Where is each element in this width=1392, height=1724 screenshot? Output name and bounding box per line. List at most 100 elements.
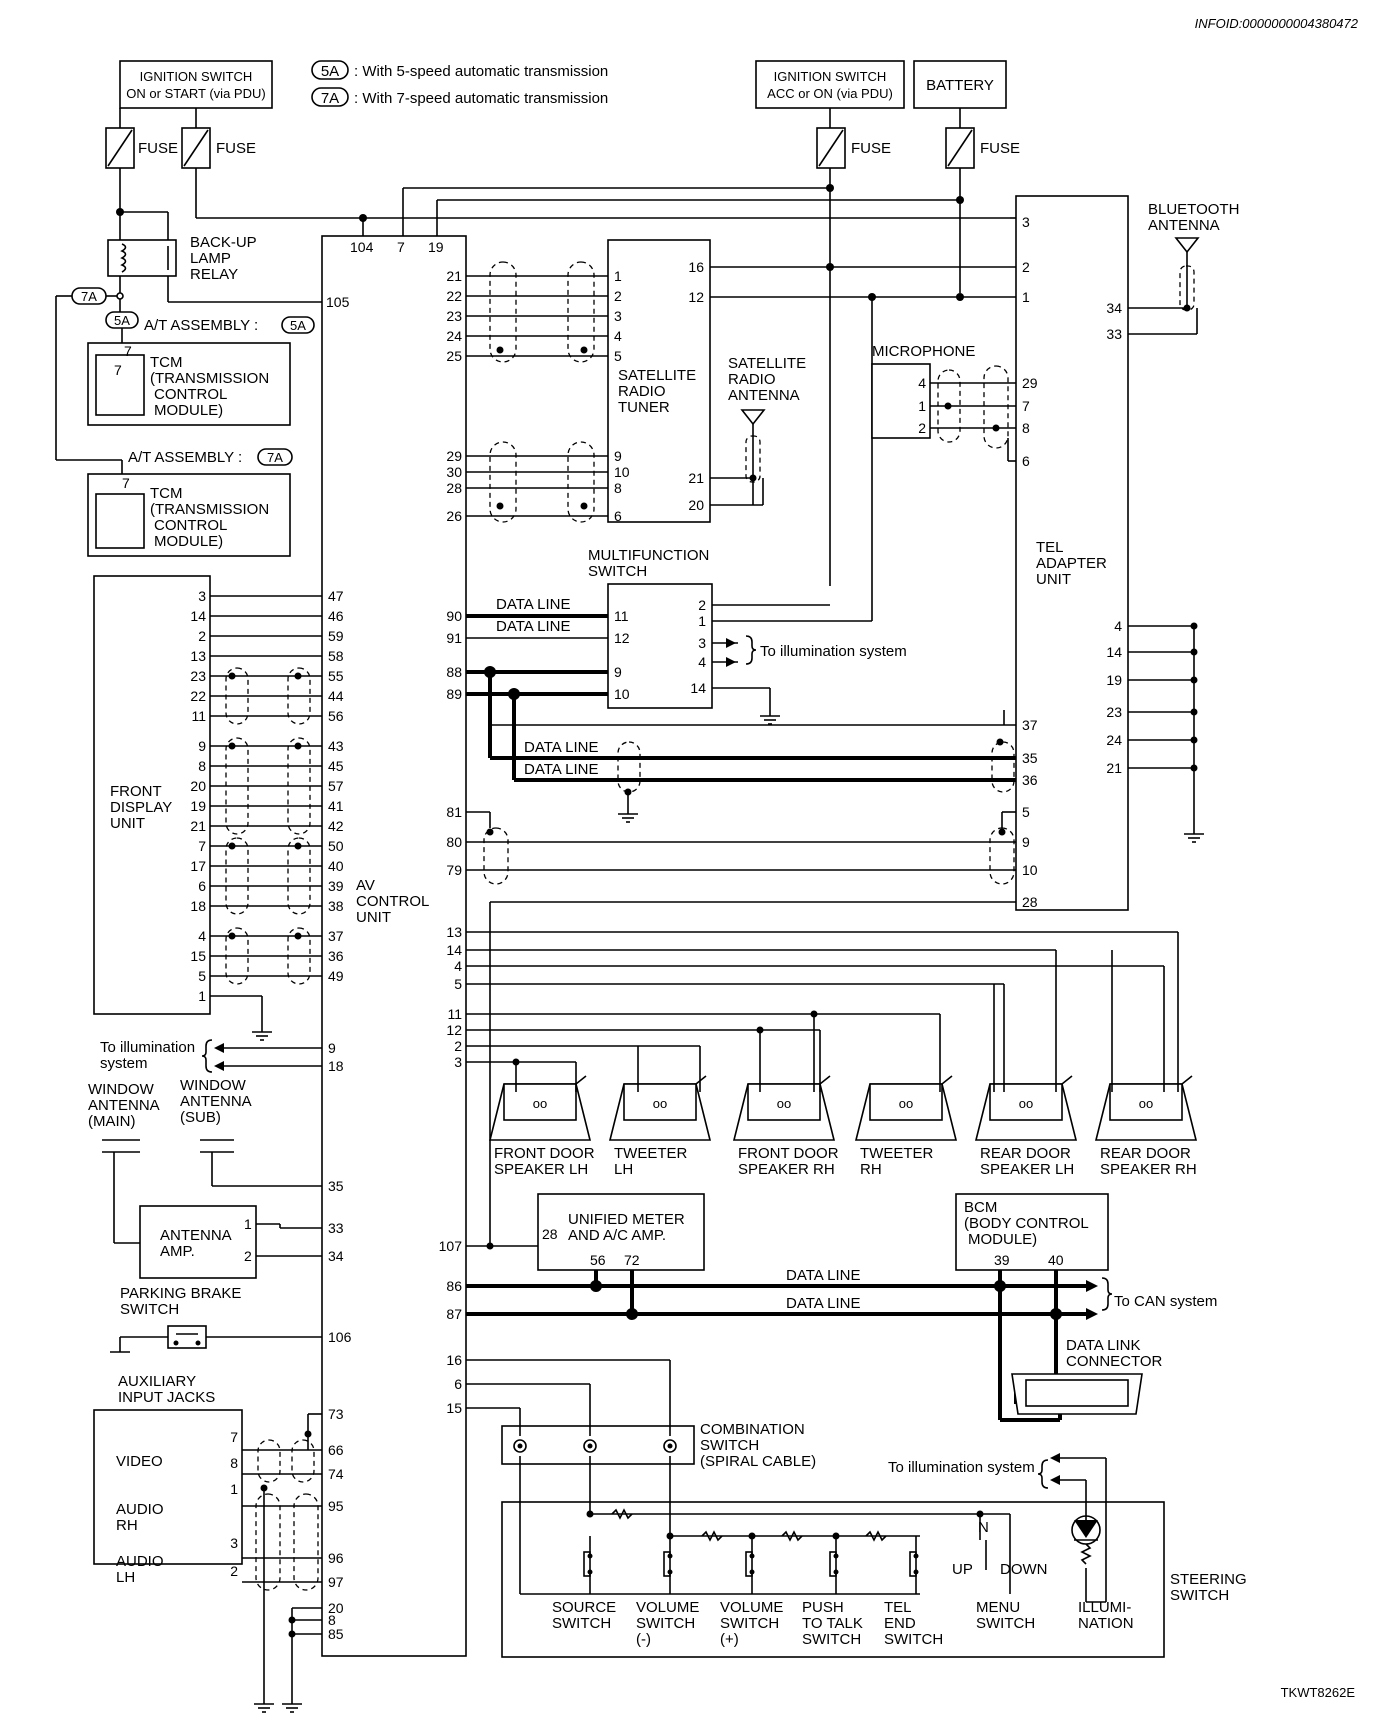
- switch: [663, 1551, 671, 1577]
- svg-text:35: 35: [328, 1178, 344, 1194]
- steering-switch: STEERING SWITCH: [501, 1501, 1247, 1658]
- aux-pin: 1: [230, 1481, 238, 1497]
- tcm-7a: A/T ASSEMBLY : 7A 7 TCM (TRANSMISSION CO…: [87, 448, 293, 557]
- svg-text:DISPLAY: DISPLAY: [110, 799, 172, 816]
- shield: [991, 741, 1015, 793]
- svg-text:TCM: TCM: [150, 354, 183, 371]
- junction-dot: [1050, 1308, 1062, 1320]
- svg-text:ANTENNA: ANTENNA: [180, 1093, 252, 1110]
- svg-text:BACK-UP: BACK-UP: [190, 234, 257, 251]
- svg-text:SWITCH: SWITCH: [1170, 1587, 1229, 1604]
- av-pin: 80: [446, 834, 462, 850]
- speaker-coil: oo: [1139, 1096, 1153, 1111]
- av-pin: 58: [328, 648, 344, 664]
- illumination-label: To illumination system: [760, 643, 907, 660]
- av-pin: 5: [454, 976, 462, 992]
- mfs-pin: 3: [698, 635, 706, 651]
- fdu-pin: 18: [190, 898, 206, 914]
- svg-text:MODULE): MODULE): [154, 402, 223, 419]
- steering-switch-label: SWITCH: [802, 1631, 861, 1648]
- resistor: [701, 1530, 723, 1542]
- av-pin: 25: [446, 348, 462, 364]
- can-label: To CAN system: [1114, 1293, 1217, 1310]
- connector-core: [517, 1443, 523, 1449]
- window-antenna-main: WINDOW ANTENNA (MAIN): [88, 1081, 160, 1244]
- steering-switch-label: SWITCH: [636, 1615, 695, 1632]
- svg-text:56: 56: [590, 1252, 606, 1268]
- fdu-pin: 2: [198, 628, 206, 644]
- arrow: [726, 638, 736, 648]
- satellite-radio-antenna: SATELLITE RADIO ANTENNA: [710, 355, 806, 506]
- svg-text:MODULE): MODULE): [154, 533, 223, 550]
- svg-text:system: system: [100, 1055, 148, 1072]
- svg-text:105: 105: [326, 294, 350, 310]
- legend-tag-7a: 7A: [321, 90, 339, 107]
- fdu-pin: 1: [198, 988, 206, 1004]
- av-pin: 6: [454, 1376, 462, 1392]
- av-pin: 26: [446, 508, 462, 524]
- shield: [489, 261, 517, 363]
- speaker-label: TWEETER: [614, 1145, 687, 1162]
- arrow: [1050, 1475, 1060, 1485]
- junction-dot: [228, 842, 236, 850]
- svg-text:UNIFIED METER: UNIFIED METER: [568, 1211, 685, 1228]
- data-line-label: DATA LINE: [496, 618, 570, 635]
- junction-dot: [586, 1510, 594, 1518]
- svg-text:RADIO: RADIO: [728, 371, 776, 388]
- av-pin: 12: [446, 1022, 462, 1038]
- speaker-body: [989, 1083, 1063, 1121]
- multifunction-switch: MULTIFUNCTION SWITCH: [588, 547, 713, 709]
- steering-switch-label: END: [884, 1615, 916, 1632]
- shield: [287, 927, 311, 985]
- tel-pin: 36: [1022, 772, 1038, 788]
- svg-text:7: 7: [124, 343, 132, 359]
- mic-pin: 1: [918, 398, 926, 414]
- av-pin: 73: [328, 1406, 344, 1422]
- brace: [745, 635, 757, 665]
- av-control-unit: AV CONTROL UNIT 104 7 19 105: [321, 235, 467, 1657]
- av-pin: 13: [446, 924, 462, 940]
- bluetooth-antenna: BLUETOOTH ANTENNA: [1128, 201, 1239, 335]
- speaker-label: FRONT DOOR: [494, 1145, 595, 1162]
- junction-dot: [304, 1430, 312, 1438]
- av-pin: 15: [446, 1400, 462, 1416]
- junction-dot: [810, 1010, 818, 1018]
- svg-text:2: 2: [244, 1248, 252, 1264]
- av-pin: 95: [328, 1498, 344, 1514]
- svg-text:ON or START (via PDU): ON or START (via PDU): [126, 86, 265, 101]
- steering-switch-label: SWITCH: [720, 1615, 779, 1632]
- svg-text:18: 18: [328, 1058, 344, 1074]
- junction-dot: [832, 1532, 840, 1540]
- menu-up-label: UP: [952, 1561, 973, 1578]
- legend-text-7a: : With 7-speed automatic transmission: [354, 90, 608, 107]
- tel-pin: 34: [1106, 300, 1122, 316]
- sat-pin: 6: [614, 508, 622, 524]
- tel-pin: 6: [1022, 453, 1030, 469]
- arrow: [726, 657, 736, 667]
- svg-text:PARKING BRAKE: PARKING BRAKE: [120, 1285, 241, 1302]
- av-pin: 23: [446, 308, 462, 324]
- svg-text:(BODY CONTROL: (BODY CONTROL: [964, 1215, 1089, 1232]
- power-wiring: [116, 108, 1010, 586]
- svg-text:To illumination: To illumination: [100, 1039, 195, 1056]
- aux-pin: 7: [230, 1429, 238, 1445]
- svg-text:FUSE: FUSE: [980, 140, 1020, 157]
- shield: [287, 667, 311, 725]
- junction-dot: [868, 293, 876, 301]
- data-line-label: DATA LINE: [524, 761, 598, 778]
- data-line-label: DATA LINE: [524, 739, 598, 756]
- resistor: [865, 1530, 887, 1542]
- junction-dot: [626, 1308, 638, 1320]
- svg-text:COMBINATION: COMBINATION: [700, 1421, 805, 1438]
- tel-pin: 3: [1022, 214, 1030, 230]
- aux-pin: 3: [230, 1535, 238, 1551]
- av-pin: 88: [446, 664, 462, 680]
- ignition-switch-on-start: IGNITION SWITCH ON or START (via PDU): [119, 60, 273, 109]
- legend-text-5a: : With 5-speed automatic transmission: [354, 63, 608, 80]
- window-antenna-sub: WINDOW ANTENNA (SUB) 35: [180, 1077, 344, 1194]
- junction-dot: [260, 1484, 268, 1492]
- sat-pin: 1: [614, 268, 622, 284]
- junction-dot: [826, 263, 834, 271]
- svg-text:ANTENNA: ANTENNA: [88, 1097, 160, 1114]
- svg-text:(SUB): (SUB): [180, 1109, 221, 1126]
